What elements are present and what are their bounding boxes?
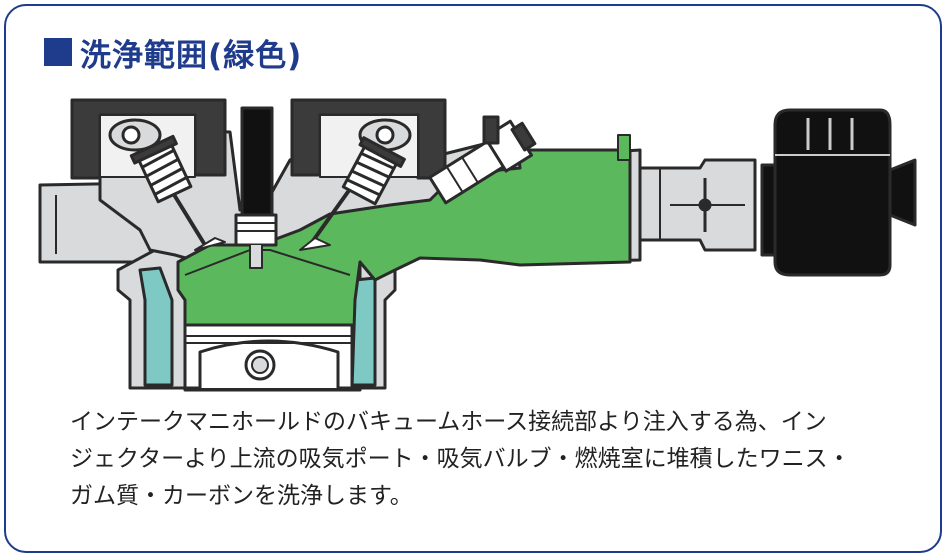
description-text: インテークマニホールドのバキュームホース接続部より注入する為、イン ジェクターよ… xyxy=(70,404,900,515)
description-line-3: ガム質・カーボンを洗浄します。 xyxy=(70,483,413,509)
page-title: 洗浄範囲(緑色) xyxy=(44,30,302,74)
description-line-2: ジェクターより上流の吸気ポート・吸気バルブ・燃焼室に堆積したワニス・ xyxy=(70,446,851,472)
air-cleaner xyxy=(773,108,892,277)
intake-valve xyxy=(308,180,357,247)
injector-connector xyxy=(482,115,500,145)
spark-plug-cap xyxy=(240,106,274,220)
title-text: 洗浄範囲(緑色) xyxy=(80,37,303,74)
coolant-jacket-left xyxy=(138,266,174,387)
description-line-1: インテークマニホールドのバキュームホース接続部より注入する為、イン xyxy=(70,409,827,435)
title-square-icon xyxy=(44,38,72,66)
